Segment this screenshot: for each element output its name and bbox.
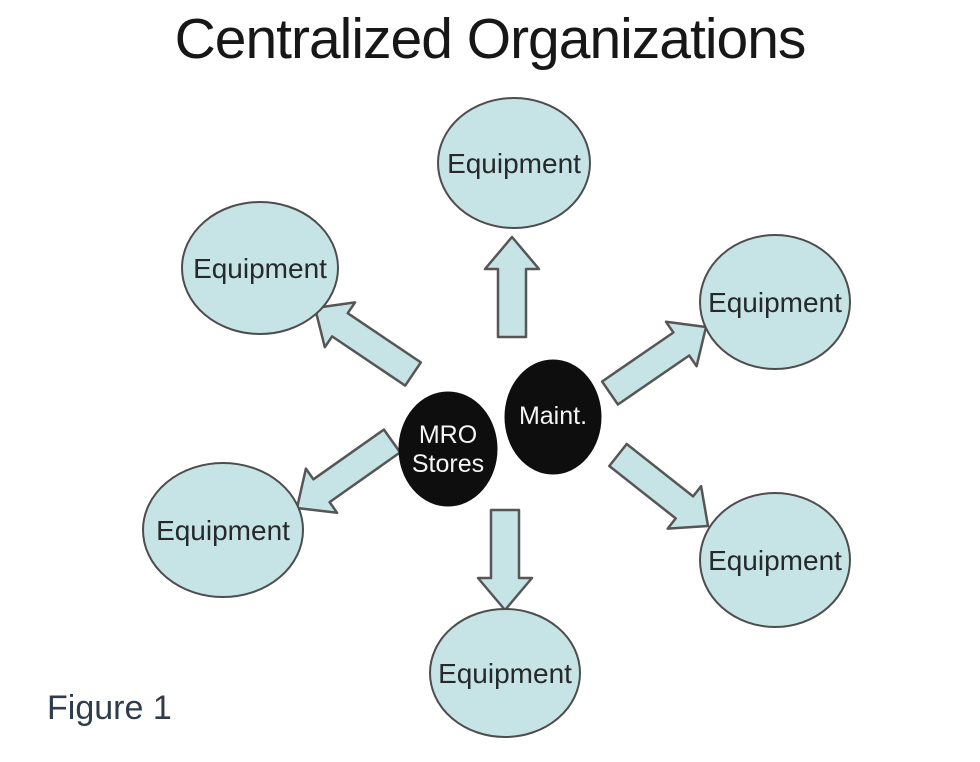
equipment-node-top: Equipment (437, 97, 591, 229)
mro-stores-ellipse (398, 391, 498, 507)
equipment-node-lower-right: Equipment (699, 492, 851, 628)
arrow-center-to-upper-right (600, 320, 708, 406)
equipment-node-left: Equipment (142, 462, 304, 598)
mro-label-line1: MRO (419, 421, 477, 449)
arrow-center-to-lower-right (608, 442, 710, 530)
equipment-label: Equipment (156, 515, 290, 546)
equipment-circle (437, 97, 591, 229)
equipment-node-bottom: Equipment (429, 608, 581, 738)
equipment-circle (181, 201, 339, 335)
equipment-circle (429, 608, 581, 738)
arrow-center-to-upper-left (313, 301, 423, 387)
equipment-node-upper-right: Equipment (699, 234, 851, 370)
equipment-label: Equipment (447, 148, 581, 179)
hub-maint: Maint. (504, 359, 602, 475)
mro-label-line2: Stores (412, 450, 484, 478)
equipment-node-upper-left: Equipment (181, 201, 339, 335)
equipment-label: Equipment (708, 545, 842, 576)
equipment-circle (699, 234, 851, 370)
page-title: Centralized Organizations (174, 7, 807, 71)
figure-caption: Figure 1 (47, 689, 172, 727)
equipment-circle (699, 492, 851, 628)
maint-label: Maint. (519, 402, 587, 430)
equipment-label: Equipment (708, 287, 842, 318)
maint-ellipse (504, 359, 602, 475)
equipment-circle (142, 462, 304, 598)
equipment-label: Equipment (438, 658, 572, 689)
arrow-center-to-left (295, 428, 402, 515)
equipment-label: Equipment (193, 253, 327, 284)
hub-mro-stores: MRO Stores (398, 391, 498, 507)
arrow-center-to-top (483, 235, 541, 339)
arrow-center-to-bottom (476, 508, 534, 612)
